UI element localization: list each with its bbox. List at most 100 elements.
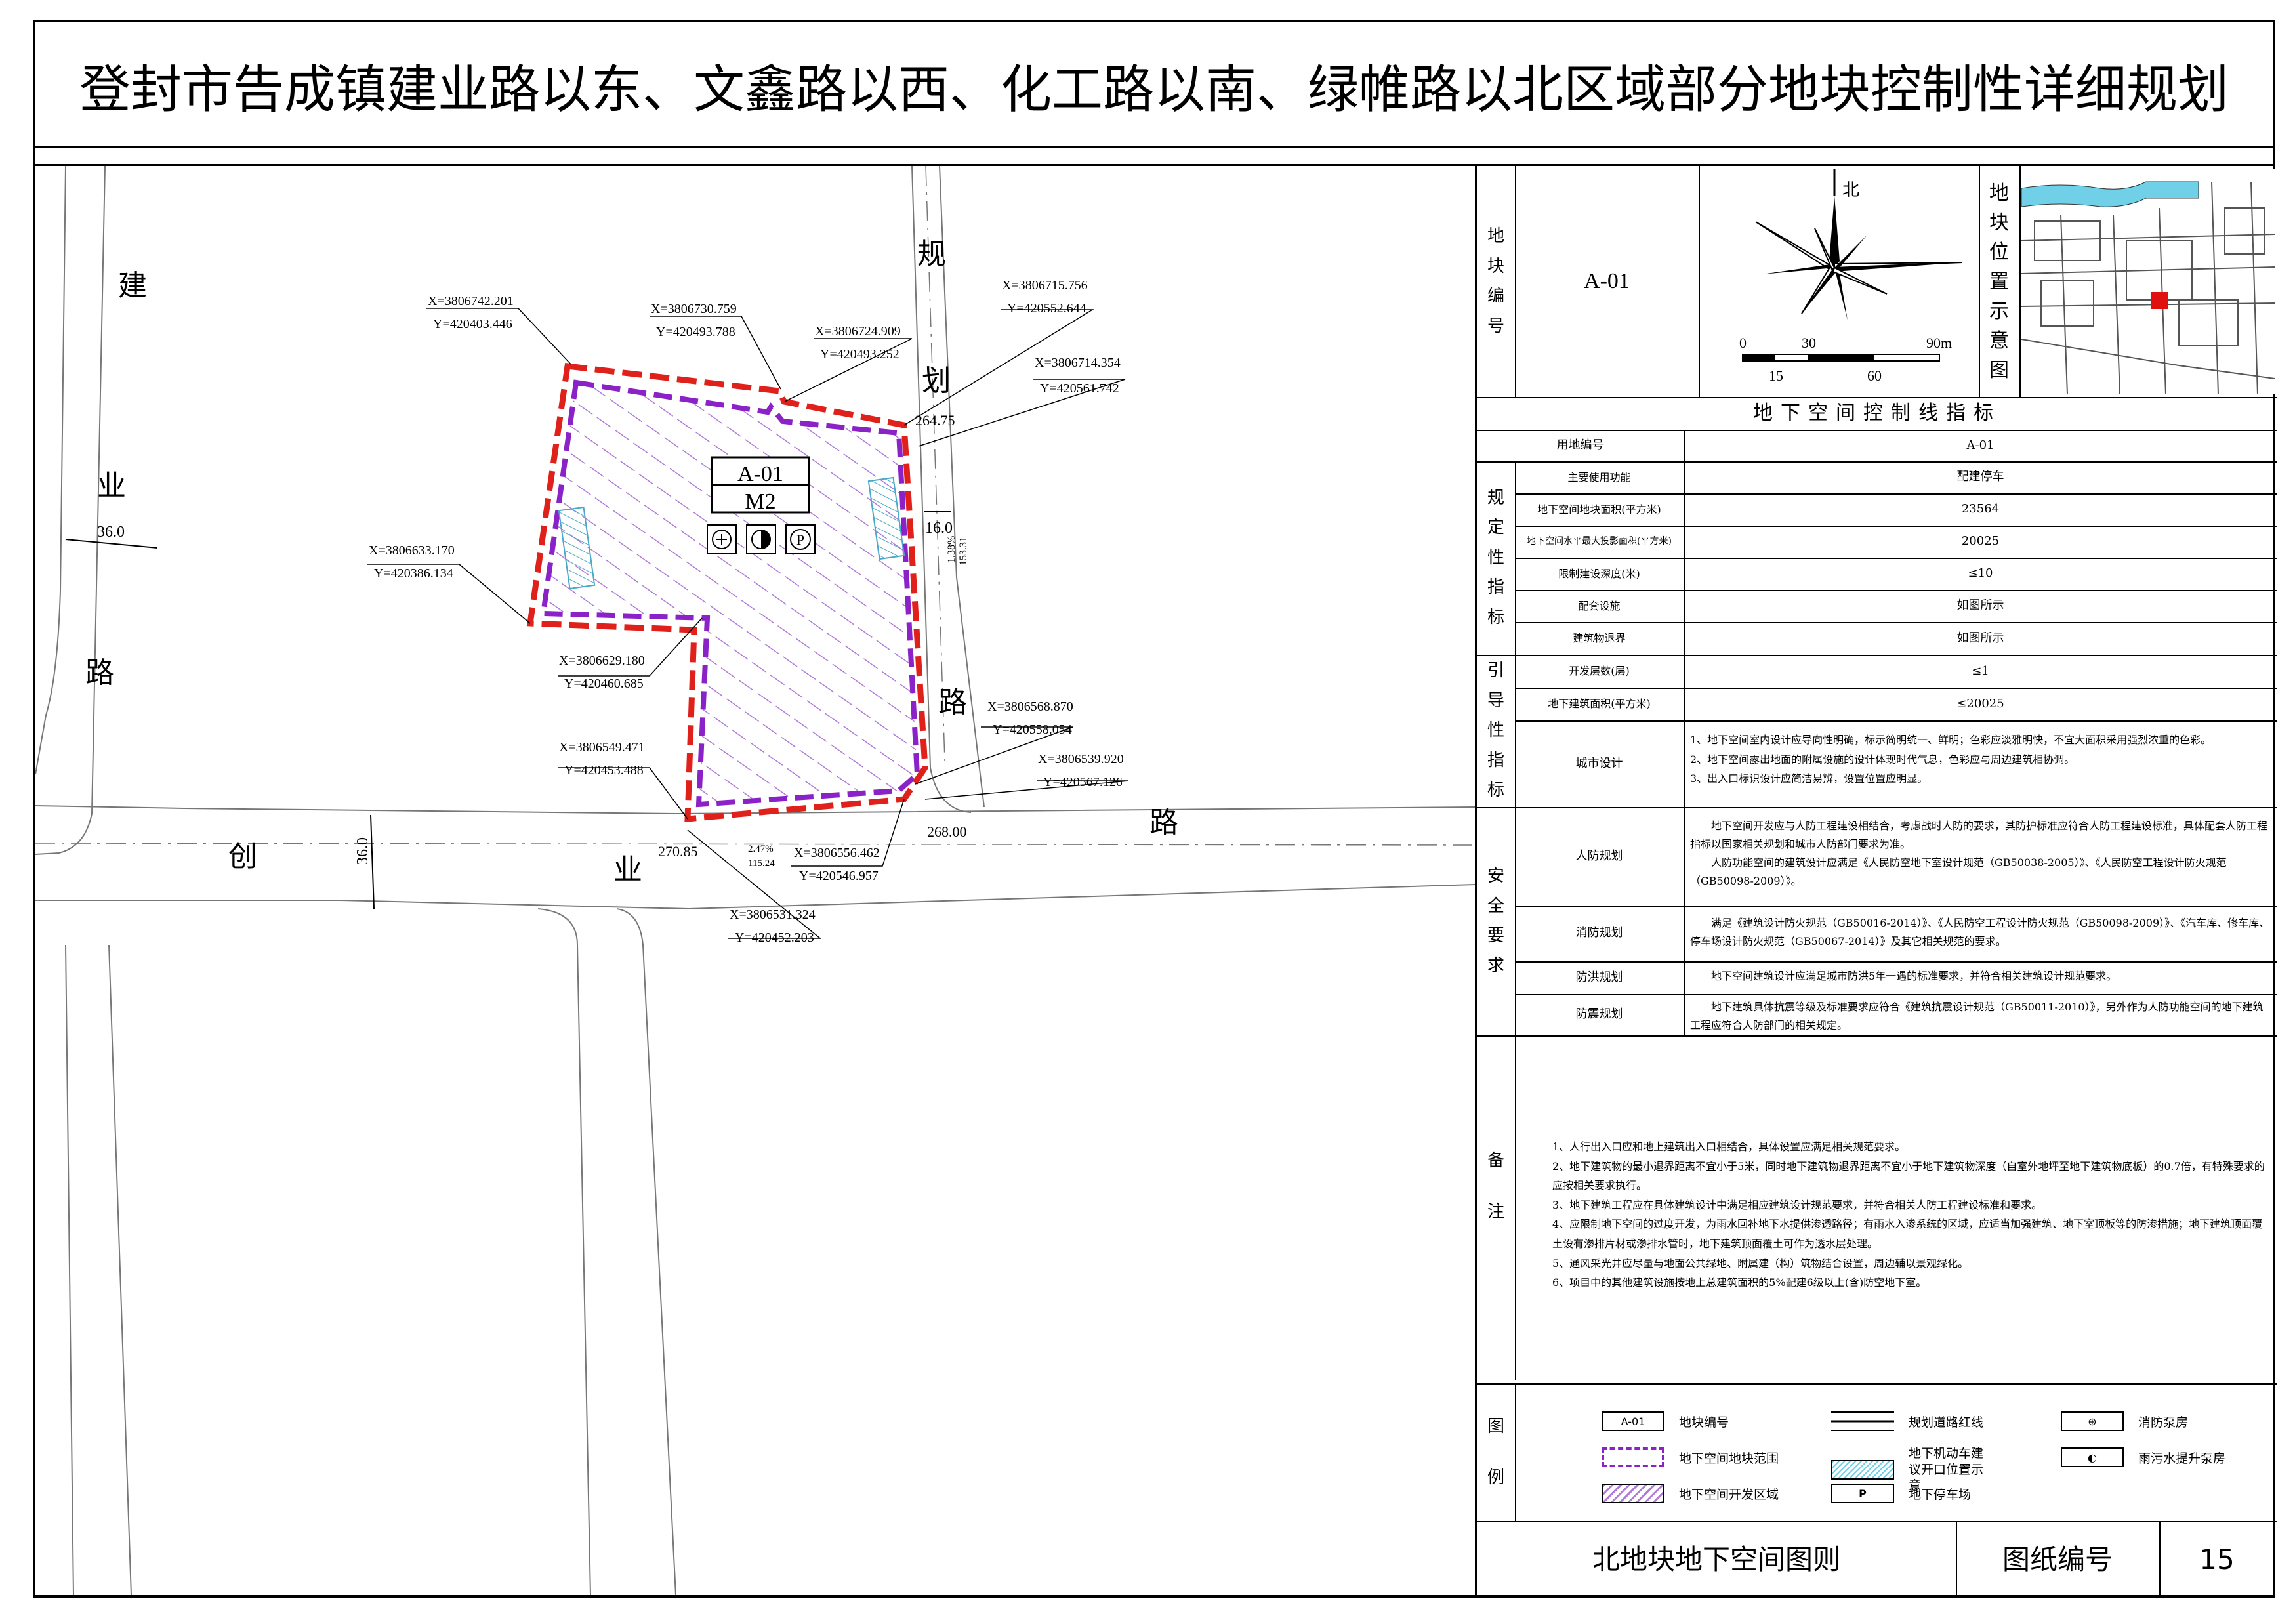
seismic-text: 地下建筑具体抗震等级及标准要求应符合《建筑抗震设计规范（GB50011-2010… [1690, 1001, 2264, 1031]
group2-label: 引 导 性 指 标 [1477, 655, 1515, 807]
row-main-function-key: 主要使用功能 [1567, 470, 1631, 484]
slope-label: 2.47% [748, 844, 774, 854]
group1-label-char: 性 [1487, 547, 1504, 568]
coord-4-y: Y=420552.644 [1007, 301, 1086, 316]
row-layers-key: 开发层数(层) [1569, 665, 1630, 678]
scale-label-90: 90m [1926, 335, 1952, 351]
legend-underground-range-label: 地下空间地块范围 [1679, 1451, 1779, 1466]
legend-development-area-label: 地下空间开发区域 [1679, 1487, 1779, 1502]
plot-red-line [526, 363, 928, 822]
row-projection-area-value: 20025 [1961, 534, 2000, 549]
civil-defense-label: 人防规划 [1575, 848, 1623, 863]
notes-label-char: 注 [1487, 1202, 1504, 1222]
divider [1699, 166, 1700, 397]
group2-label-char: 性 [1487, 720, 1504, 741]
legend-label-char: 图 [1487, 1417, 1504, 1436]
urban-design-text: 1、地下空间室内设计应导向性明确，标示简明统一、鲜明；色彩应淡雅明快，不宜大面积… [1690, 730, 2271, 802]
west-road [35, 166, 132, 1595]
divider [1684, 461, 1685, 1035]
legend-plot-id-symbol: A-01 [1602, 1411, 1664, 1431]
row-facilities-value: 如图所示 [1956, 598, 2004, 613]
north-label: 北 [1842, 180, 1859, 199]
row-main-function-value: 配建停车 [1956, 470, 2004, 484]
parcel-id-label: A-01 [737, 462, 783, 486]
south-road-width: 36.0 [354, 837, 371, 865]
civil-defense-text: 地下空间开发应与人防工程建设相结合，考虑战时人防的要求，其防护标准应符合人防工程… [1690, 817, 2271, 902]
legend-road-red-line: 规划道路红线 [1831, 1411, 1983, 1431]
group3-label: 安 全 要 求 [1477, 807, 1515, 1035]
legend-development-area: 地下空间开发区域 [1602, 1484, 1779, 1503]
divider [1515, 1383, 1516, 1521]
location-label: 地 块 位 置 示 意 图 [1979, 166, 2019, 397]
group1-label-char: 规 [1487, 488, 1504, 508]
coord-8-x: X=3806549.471 [559, 740, 645, 755]
divider [1515, 622, 2277, 623]
coord-3-x: X=3806724.909 [815, 324, 901, 339]
site-map: A-01 M2 P 建 业 路 规 划 路 创 业 路 36.0 36.0 16… [35, 166, 1475, 1595]
divider [1477, 807, 2277, 808]
divider [1515, 558, 2277, 559]
group3-label-char: 求 [1487, 955, 1504, 976]
coord-6-x: X=3806633.170 [369, 543, 455, 558]
row-building-area-value: ≤20025 [1956, 696, 2004, 711]
notes-label: 备 注 [1477, 1035, 1515, 1337]
row-plot-area-value: 23564 [1961, 502, 2000, 516]
legend-sewage-pump-label: 雨污水提升泵房 [2138, 1451, 2226, 1466]
civil-defense-line: 地下空间开发应与人防工程建设相结合，考虑战时人防的要求，其防护标准应符合人防工程… [1690, 820, 2268, 850]
east-offset-label: 1.38% [946, 536, 957, 563]
coord-4-x: X=3806715.756 [1002, 278, 1088, 293]
divider [1515, 493, 2277, 495]
east-road-char-3: 路 [938, 686, 967, 718]
east-road-char-1: 规 [917, 238, 946, 270]
block-id-label: 地 块 编 号 [1477, 166, 1515, 397]
east-road-width: 16.0 [925, 520, 953, 537]
coord-10-y: Y=420567.126 [1043, 775, 1123, 789]
legend-plot-id: A-01 地块编号 [1602, 1411, 1729, 1431]
legend-road-red-line-symbol [1831, 1411, 1894, 1431]
coord-2-y: Y=420493.788 [656, 325, 735, 339]
divider [1979, 166, 1980, 397]
urban-design-line: 1、地下空间室内设计应导向性明确，标示简明统一、鲜明；色彩应淡雅明快，不宜大面积… [1690, 734, 2212, 746]
coord-11-x: X=3806556.462 [794, 846, 880, 860]
divider [1515, 590, 2277, 591]
slope-length: 115.24 [748, 858, 775, 869]
coord-3-y: Y=420493.252 [820, 347, 899, 362]
block-id-label-char: 编 [1487, 286, 1504, 306]
divider [1515, 994, 2277, 995]
notes-label-char: 备 [1487, 1151, 1504, 1171]
fire-text: 满足《建筑设计防火规范（GB50016-2014）》、《人民防空工程设计防火规范… [1690, 917, 2270, 947]
divider [2159, 1521, 2161, 1598]
coord-12-x: X=3806531.324 [730, 907, 816, 922]
south-road-char-2: 业 [613, 854, 642, 886]
legend-road-red-line-label: 规划道路红线 [1909, 1415, 1984, 1430]
north-arrow: 北 0 30 90m 15 60 [1739, 169, 1963, 384]
note-item: 2、地下建筑物的最小退界距离不宜小于5米，同时地下建筑物退界距离不宜小于地下建筑… [1552, 1159, 2265, 1192]
legend-development-area-symbol [1602, 1484, 1664, 1503]
coord-2-x: X=3806730.759 [651, 302, 737, 316]
elevation-2: 268.00 [927, 823, 967, 840]
title-divider-2 [33, 164, 2275, 166]
west-road-char-1: 建 [118, 270, 147, 302]
scale-label-0: 0 [1739, 335, 1747, 351]
south-road-char-1: 创 [228, 841, 257, 873]
legend-vehicle-opening: 地下机动车建议开口位置示意 [1831, 1446, 1987, 1494]
divider [2019, 166, 2021, 397]
legend-sewage-pump: ◐ 雨污水提升泵房 [2061, 1447, 2225, 1467]
divider [1477, 1035, 2277, 1037]
coord-5-y: Y=420561.742 [1040, 381, 1119, 396]
development-area [543, 383, 917, 804]
divider [1956, 1521, 1957, 1598]
scale-label-60: 60 [1867, 367, 1882, 384]
legend-fire-pump-label: 消防泵房 [2138, 1415, 2189, 1430]
divider [1684, 430, 1685, 461]
location-map [2021, 169, 2275, 394]
info-panel: 地 块 编 号 A-01 北 0 30 [1475, 166, 2277, 1598]
flood-label: 防洪规划 [1575, 970, 1623, 984]
parcel-label-box [711, 456, 810, 514]
footer-drawing-label: 图纸编号 [2002, 1543, 2113, 1575]
fire-pump-legend-icon: ⊕ [2061, 1411, 2124, 1431]
group1-label-char: 定 [1487, 518, 1504, 538]
land-use-code-label: M2 [745, 489, 775, 514]
urban-design-line: 3、出入口标识设计应简洁易辨，设置位置应明显。 [1690, 772, 1928, 785]
note-item: 5、通风采光井应尽量与地面公共绿地、附属建（构）筑物结合设置，周边辅以景观绿化。 [1552, 1257, 1969, 1270]
